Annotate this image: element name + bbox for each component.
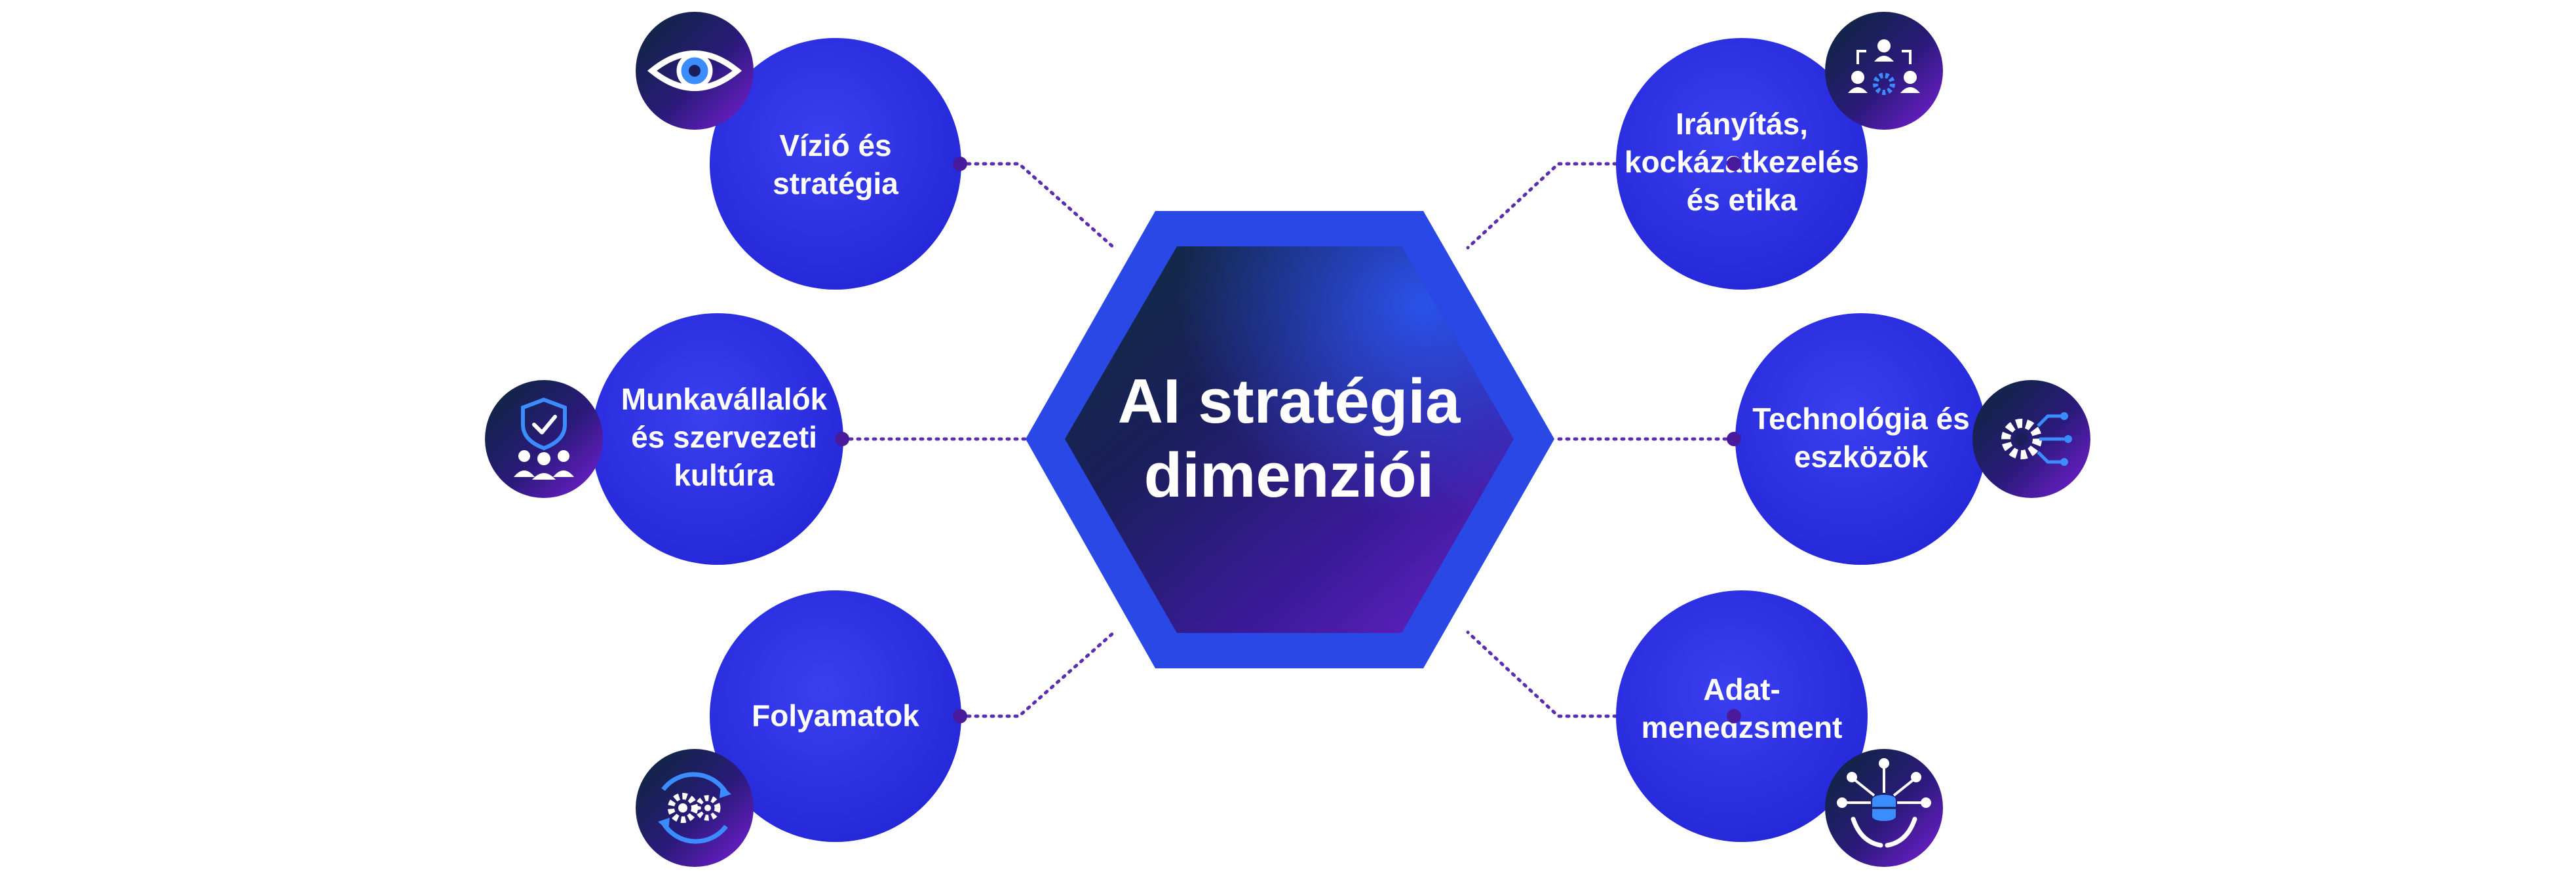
- node-governance[interactable]: Irányítás, kockázatkezelés és etika: [1616, 12, 1943, 290]
- node-workforce-line3: kultúra: [674, 458, 775, 492]
- connector-vision: [958, 162, 1116, 250]
- node-workforce[interactable]: Munkavállalók és szervezeti kultúra: [485, 313, 849, 565]
- node-processes-line1: Folyamatok: [752, 698, 919, 733]
- node-governance-circle: [1616, 38, 1868, 290]
- center-hexagon: AI stratégia dimenziói: [1026, 211, 1554, 668]
- node-governance-line2: kockázatkezelés: [1624, 145, 1859, 179]
- node-governance-line1: Irányítás,: [1676, 107, 1808, 141]
- node-technology-line2: eszközök: [1794, 440, 1929, 474]
- node-data[interactable]: Adat- menedzsment: [1616, 590, 1943, 867]
- node-data-line2: menedzsment: [1642, 710, 1843, 744]
- connector-dot-technology: [1727, 432, 1741, 446]
- node-data-circle: [1616, 590, 1868, 842]
- node-workforce-circle: [592, 313, 843, 565]
- connector-dot-vision: [953, 157, 967, 171]
- node-technology[interactable]: Technológia és eszközök: [1727, 313, 2090, 565]
- connector-dot-governance: [1727, 157, 1741, 171]
- node-vision-line1: Vízió és: [779, 128, 891, 163]
- node-data-line1: Adat-: [1703, 672, 1780, 706]
- node-processes[interactable]: Folyamatok: [636, 590, 967, 867]
- eye-icon: [636, 12, 754, 130]
- node-workforce-line1: Munkavállalók: [621, 382, 828, 416]
- node-technology-circle: [1735, 313, 1987, 565]
- node-technology-line1: Technológia és: [1752, 402, 1969, 436]
- node-governance-line3: és etika: [1687, 183, 1797, 217]
- node-workforce-line2: és szervezeti: [631, 420, 817, 454]
- connector-processes: [958, 630, 1116, 718]
- connector-dot-data: [1727, 709, 1741, 723]
- team-process-icon: [1825, 12, 1943, 130]
- node-vision-line2: stratégia: [773, 166, 898, 201]
- gear-circuit-icon: [1972, 380, 2090, 498]
- node-vision[interactable]: Vízió és stratégia: [636, 12, 967, 290]
- node-vision-circle: [710, 38, 961, 290]
- gears-cycle-icon: [636, 749, 754, 867]
- data-hands-icon: [1825, 749, 1943, 867]
- node-processes-circle: [710, 590, 961, 842]
- center-title-line2: dimenziói: [1144, 440, 1434, 510]
- connector-dot-workforce: [835, 432, 849, 446]
- center-title-line1: AI stratégia: [1118, 366, 1461, 436]
- connector-dot-processes: [953, 709, 967, 723]
- shield-people-icon: [485, 380, 603, 498]
